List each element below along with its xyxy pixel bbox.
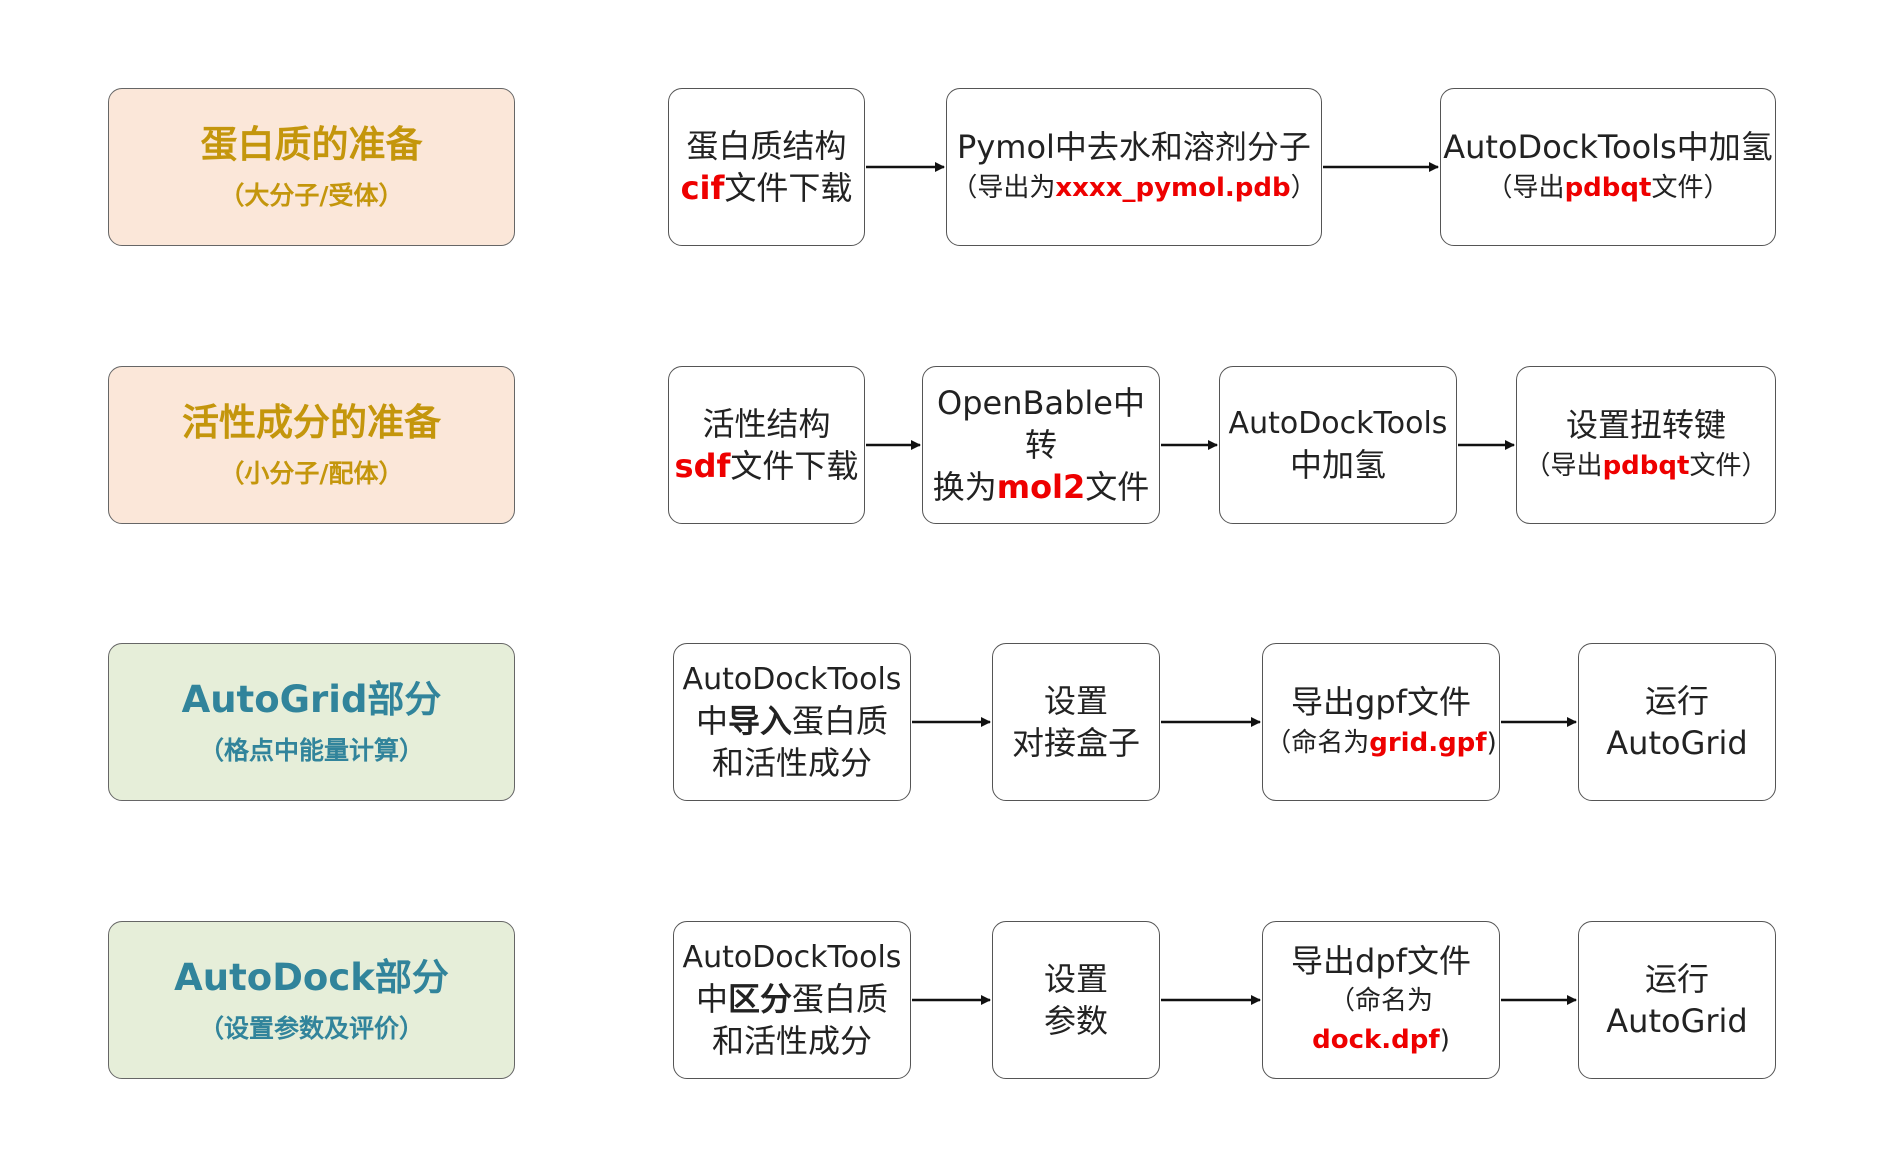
step-text: )	[1439, 1025, 1450, 1056]
highlight-text: cif	[680, 169, 725, 207]
step-set-params: 设置 参数	[992, 921, 1160, 1079]
step-openbable-convert: OpenBable中转 换为mol2文件	[922, 366, 1160, 524]
step-line-1: 导出dpf文件	[1291, 941, 1471, 980]
step-line-2: （命名为 dock.dpf)	[1263, 982, 1499, 1060]
step-text: ）	[1290, 172, 1317, 203]
step-adt-add-hydrogen-ligand: AutoDockTools 中加氢	[1219, 366, 1457, 524]
step-line-1: OpenBable中转	[937, 383, 1145, 464]
step-text: （命名为	[1265, 727, 1370, 758]
highlight-text: dock.dpf	[1312, 1025, 1440, 1056]
step-line-1: 设置	[1043, 681, 1108, 720]
category-subtitle: （大分子/受体）	[219, 181, 404, 211]
step-set-torsion: 设置扭转键 （导出pdbqt文件）	[1516, 366, 1776, 524]
category-autogrid: AutoGrid部分 （格点中能量计算）	[108, 643, 515, 801]
category-ligand-prep: 活性成分的准备 （小分子/配体）	[108, 366, 515, 524]
step-line-1: 运行	[1644, 959, 1709, 998]
step-run-autogrid: 运行 AutoGrid	[1578, 643, 1776, 801]
step-text: 蛋白质	[792, 979, 889, 1018]
highlight-text: pdbqt	[1564, 172, 1652, 203]
step-line-2: 中加氢	[1289, 445, 1386, 484]
category-title: AutoDock部分	[174, 955, 449, 999]
category-subtitle: （小分子/配体）	[219, 459, 404, 489]
step-text: 文件）	[1689, 450, 1768, 481]
bold-text: 区分	[727, 979, 792, 1018]
category-subtitle: （设置参数及评价）	[198, 1014, 424, 1044]
step-line-2: （导出pdbqt文件）	[1487, 169, 1730, 208]
step-text: 中	[695, 979, 728, 1018]
step-adt-import: AutoDockTools 中导入蛋白质 和活性成分	[673, 643, 911, 801]
bold-text: 导入	[727, 701, 792, 740]
step-line-1: AutoDockTools	[682, 661, 902, 697]
step-text: （导出为	[951, 172, 1056, 203]
step-line-1: Pymol中去水和溶剂分子	[957, 128, 1311, 167]
step-adt-separate: AutoDockTools 中区分蛋白质 和活性成分	[673, 921, 911, 1079]
step-text: 文件	[1085, 468, 1150, 507]
step-line-1: AutoDockTools中加氢	[1443, 128, 1773, 167]
step-line-2: 换为mol2文件	[933, 466, 1150, 508]
step-line-1: 设置	[1043, 959, 1108, 998]
step-text: 中	[695, 701, 728, 740]
step-text: )	[1486, 727, 1497, 758]
step-line-1: 活性结构	[702, 404, 831, 443]
step-line-1: 导出gpf文件	[1291, 683, 1471, 722]
highlight-text: pdbqt	[1602, 450, 1690, 481]
highlight-text: mol2	[996, 468, 1086, 507]
category-title: AutoGrid部分	[181, 677, 442, 721]
step-run-autogrid-2: 运行 AutoGrid	[1578, 921, 1776, 1079]
step-line-2: （命名为grid.gpf)	[1265, 724, 1497, 763]
step-text: （命名为	[1328, 986, 1433, 1017]
highlight-text: xxxx_pymol.pdb	[1055, 172, 1291, 203]
step-line-2: 参数	[1043, 1002, 1108, 1040]
category-title: 蛋白质的准备	[200, 122, 423, 166]
step-line-3: 和活性成分	[711, 743, 872, 782]
step-line-2: 中导入蛋白质	[696, 700, 888, 742]
step-line-1: 运行	[1644, 681, 1709, 720]
step-text: 文件下载	[730, 447, 859, 485]
step-line-1: 设置扭转键	[1565, 406, 1726, 445]
step-download-protein-cif: 蛋白质结构 cif文件下载	[668, 88, 865, 246]
step-line-2: cif文件下载	[681, 167, 853, 209]
step-line-1: 蛋白质结构	[686, 126, 847, 165]
category-autodock: AutoDock部分 （设置参数及评价）	[108, 921, 515, 1079]
step-pymol-remove-water: Pymol中去水和溶剂分子 （导出为xxxx_pymol.pdb）	[946, 88, 1322, 246]
step-text: 文件）	[1651, 172, 1730, 203]
step-text: 文件下载	[724, 169, 853, 207]
step-download-ligand-sdf: 活性结构 sdf文件下载	[668, 366, 865, 524]
step-text: 蛋白质	[792, 701, 889, 740]
step-text: （导出	[1486, 172, 1565, 203]
step-set-docking-box: 设置 对接盒子	[992, 643, 1160, 801]
step-line-2: 中区分蛋白质	[696, 978, 888, 1020]
step-line-1: AutoDockTools	[1228, 406, 1448, 442]
step-text: （导出	[1524, 450, 1603, 481]
highlight-text: sdf	[674, 447, 731, 485]
step-export-dpf: 导出dpf文件 （命名为 dock.dpf)	[1262, 921, 1500, 1079]
step-line-2: sdf文件下载	[675, 445, 859, 487]
step-line-3: 和活性成分	[711, 1021, 872, 1060]
category-title: 活性成分的准备	[182, 400, 441, 444]
step-text: 换为	[932, 468, 997, 507]
step-line-2: AutoGrid	[1606, 1002, 1748, 1040]
step-line-2: （导出pdbqt文件）	[1525, 447, 1768, 486]
category-subtitle: （格点中能量计算）	[198, 736, 424, 766]
step-line-2: （导出为xxxx_pymol.pdb）	[951, 169, 1316, 208]
highlight-text: grid.gpf	[1369, 727, 1487, 758]
category-protein-prep: 蛋白质的准备 （大分子/受体）	[108, 88, 515, 246]
step-adt-add-hydrogen: AutoDockTools中加氢 （导出pdbqt文件）	[1440, 88, 1776, 246]
step-line-2: 对接盒子	[1011, 724, 1140, 762]
step-export-gpf: 导出gpf文件 （命名为grid.gpf)	[1262, 643, 1500, 801]
step-line-1: AutoDockTools	[682, 939, 902, 975]
step-line-2: AutoGrid	[1606, 724, 1748, 762]
